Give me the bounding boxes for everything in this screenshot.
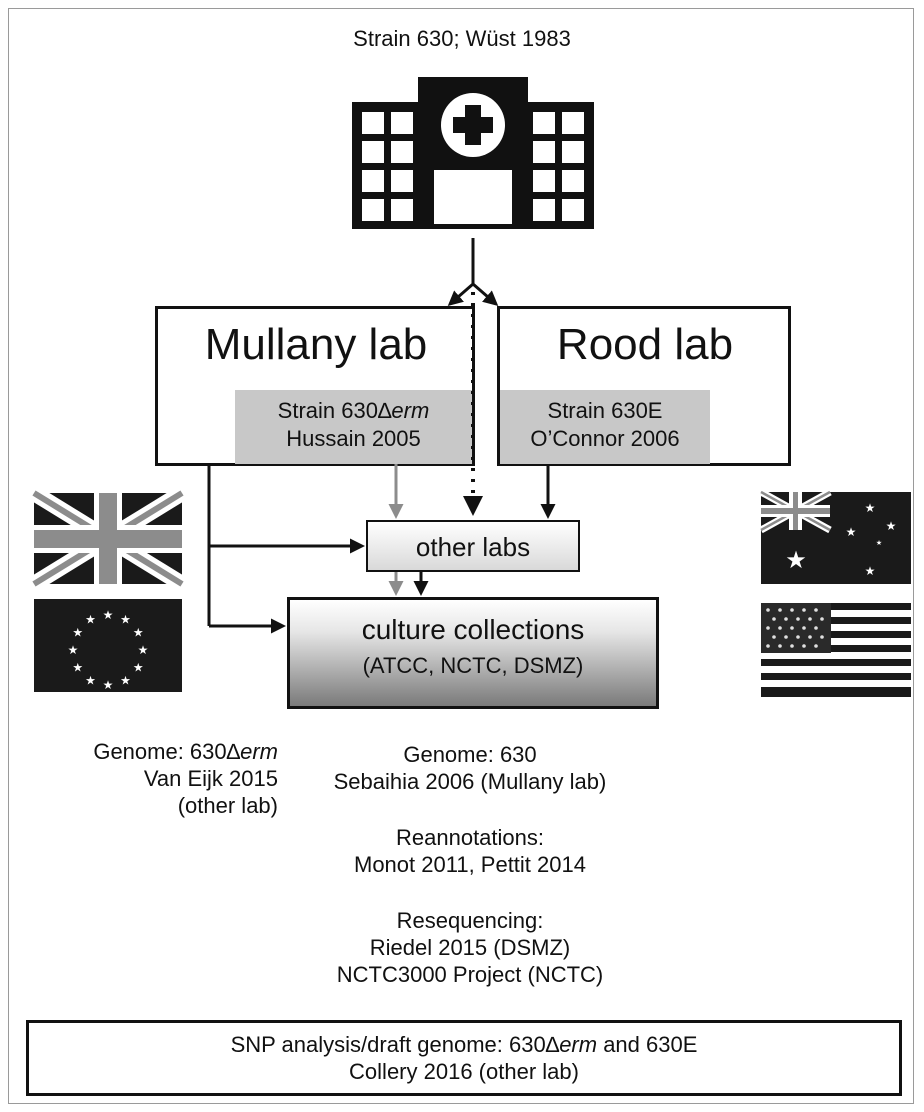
snp-analysis-box	[26, 1020, 902, 1096]
other-labs-box	[366, 520, 580, 572]
figure-frame	[8, 8, 914, 1104]
resequencing: Resequencing: Riedel 2015 (DSMZ) NCTC300…	[336, 908, 604, 987]
mullany-strain-text: Strain 630∆erm Hussain 2005	[277, 398, 430, 451]
culture-collections-members: (ATCC, NCTC, DSMZ)	[362, 653, 584, 678]
mullany-lab-title: Mullany lab	[204, 320, 428, 369]
strain-title: Strain 630; Wüst 1983	[353, 26, 571, 51]
reannotations: Reannotations: Monot 2011, Pettit 2014	[354, 825, 586, 877]
mullany-strain-label	[235, 390, 472, 464]
snp-analysis-text: SNP analysis/draft genome: 630∆erm and 6…	[230, 1032, 698, 1084]
genome-center: Genome: 630 Sebaihia 2006 (Mullany lab)	[333, 742, 607, 794]
rood-strain-text: Strain 630E O’Connor 2006	[530, 398, 680, 451]
rood-lab-title: Rood lab	[556, 320, 734, 369]
genome-left: Genome: 630∆erm Van Eijk 2015 (other lab…	[93, 739, 278, 818]
other-labs-label: other labs	[415, 532, 531, 562]
rood-strain-label	[500, 390, 710, 464]
culture-collections-title: culture collections	[361, 614, 585, 645]
culture-collections-box	[287, 597, 659, 709]
